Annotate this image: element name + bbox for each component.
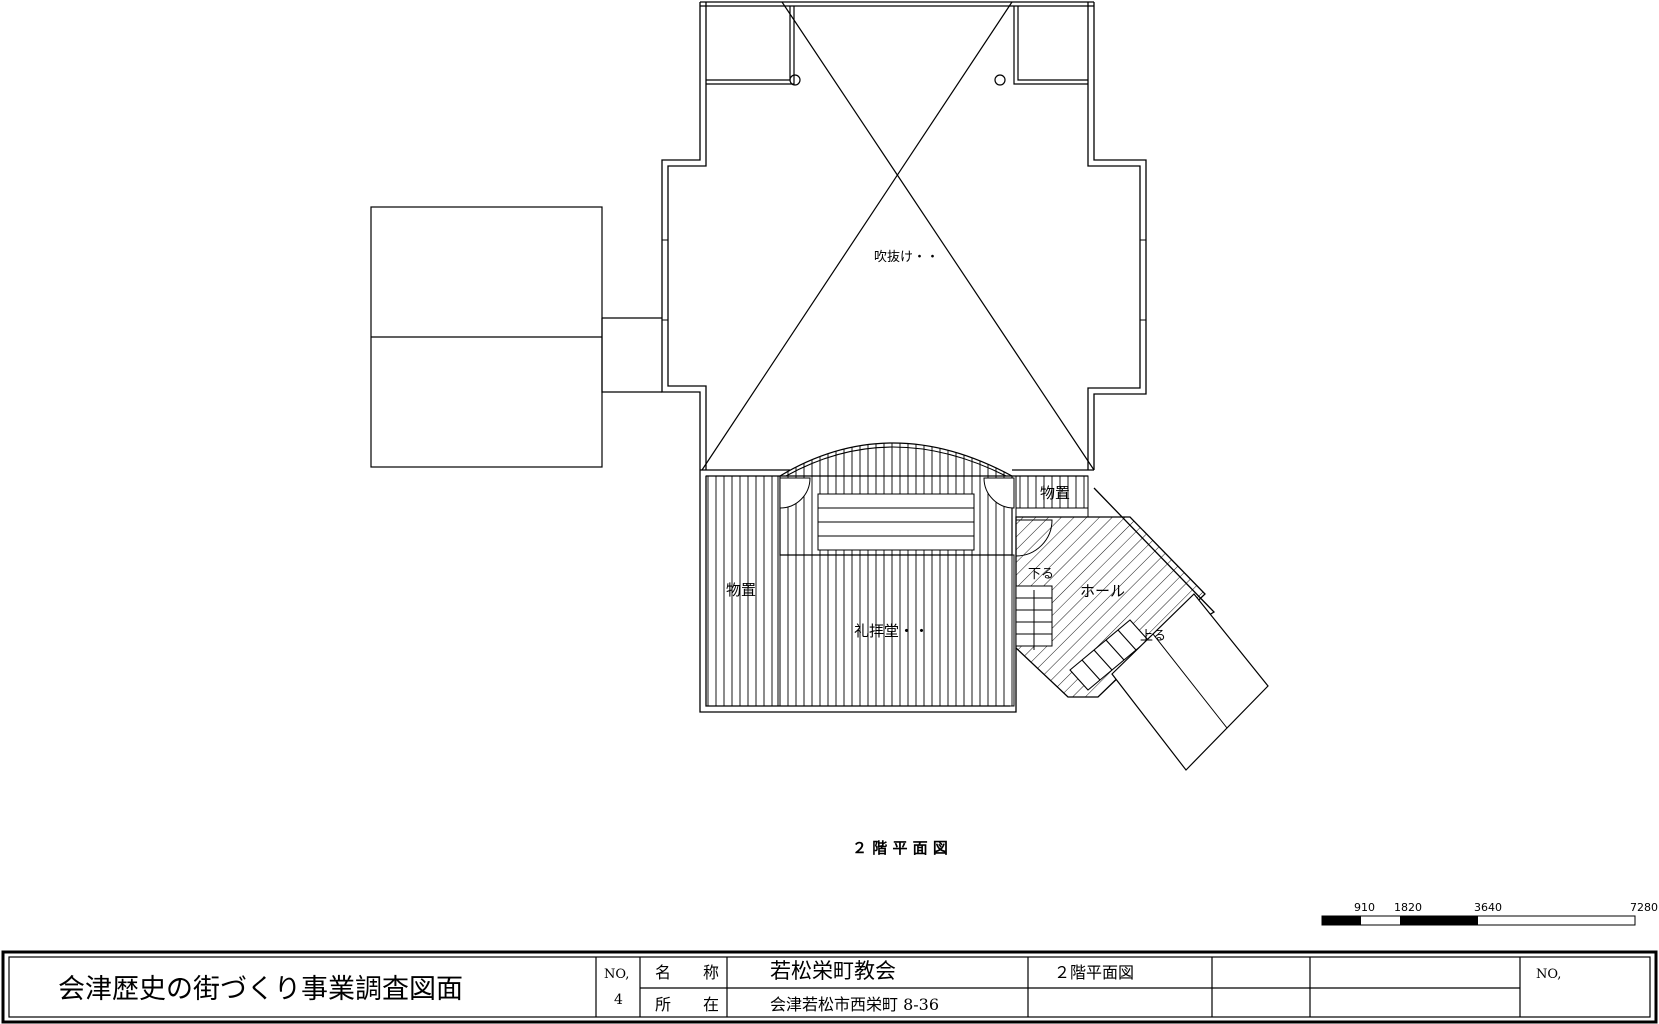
stair-label-up: 上る	[1140, 629, 1166, 644]
top-corner-rooms	[706, 6, 1088, 86]
project-title: 会津歴史の街づくり事業調査図面	[58, 974, 463, 1005]
scale-label-1820: 1820	[1394, 901, 1422, 914]
scale-label-7280: 7280	[1630, 901, 1658, 914]
title-block	[1, 950, 1658, 1024]
chapel-hatch	[779, 554, 1015, 707]
stair-down	[1015, 585, 1053, 650]
location-label: 所 在	[655, 995, 719, 1014]
room-label-storage-right: 物置	[1040, 484, 1070, 502]
side-windows	[661, 239, 1147, 321]
room-label-atrium: 吹抜け・・	[874, 249, 939, 265]
sheet-name: ２階平面図	[1054, 963, 1134, 982]
entrance-ramp	[1111, 593, 1269, 771]
room-label-chapel: 礼拝堂・・	[854, 622, 929, 640]
no-value: 4	[614, 992, 623, 1008]
hall-hatch	[1015, 516, 1206, 698]
outer-walls	[661, 1, 1147, 470]
scale-label-910: 910	[1354, 901, 1375, 914]
storage-left-hatch	[705, 475, 779, 707]
room-label-storage-left: 物置	[726, 581, 756, 599]
bench-block	[817, 493, 975, 551]
no-label: NO,	[604, 967, 629, 982]
atrium-cross-lines	[701, 1, 1095, 471]
name-label: 名 称	[655, 963, 719, 982]
name-value: 若松栄町教会	[770, 959, 896, 983]
scale-bar: 910 1820 3640 7280	[1321, 901, 1658, 926]
location-value: 会津若松市西栄町 8-36	[770, 995, 939, 1014]
balcony-arch-inner	[785, 446, 1007, 477]
stair-label-down: 下る	[1028, 567, 1054, 582]
no-label-right: NO,	[1536, 967, 1561, 982]
scale-label-3640: 3640	[1474, 901, 1502, 914]
drawing-caption: ２ 階 平 面 図	[852, 839, 948, 857]
west-annex	[370, 206, 662, 468]
room-label-hall: ホール	[1080, 582, 1125, 600]
storage-right	[1015, 475, 1089, 518]
